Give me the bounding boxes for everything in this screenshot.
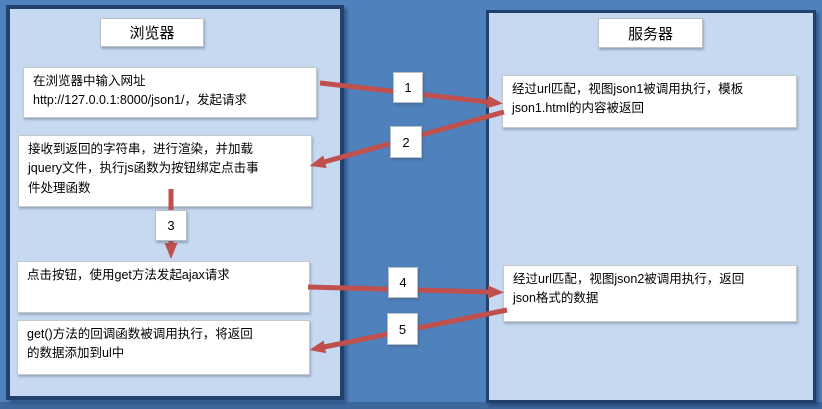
step-4-badge: 4 xyxy=(388,267,418,298)
step-2-badge-label: 2 xyxy=(402,134,410,150)
server-panel xyxy=(486,10,816,403)
step-2-badge: 2 xyxy=(390,126,422,158)
step-1-badge: 1 xyxy=(393,72,423,103)
server-panel-title-label: 服务器 xyxy=(627,25,673,43)
step-3-badge: 3 xyxy=(155,210,187,241)
browser-panel-title-label: 浏览器 xyxy=(129,25,175,42)
step-1-badge-label: 1 xyxy=(404,80,412,95)
canvas-bottom-edge xyxy=(0,402,822,409)
server-step-1-box: 经过url匹配，视图json1被调用执行，模板 json1.html的内容被返回 xyxy=(502,75,797,128)
step-4-badge-label: 4 xyxy=(399,275,407,290)
browser-step-4-box: get()方法的回调函数被调用执行，将返回 的数据添加到ul中 xyxy=(17,320,310,375)
browser-step-2-box: 接收到返回的字符串，进行渲染，并加载 jquery文件，执行js函数为按钮绑定点… xyxy=(18,135,312,207)
step-5-badge: 5 xyxy=(387,313,418,345)
browser-step-1-box: 在浏览器中输入网址 http://127.0.0.1:8000/json1/，发… xyxy=(23,67,317,118)
server-step-2-box: 经过url匹配，视图json2被调用执行，返回 json格式的数据 xyxy=(503,265,797,322)
server-panel-title: 服务器 xyxy=(598,18,703,48)
step-5-badge-label: 5 xyxy=(398,321,407,337)
browser-panel-title: 浏览器 xyxy=(100,18,204,47)
step-3-badge-label: 3 xyxy=(167,218,175,233)
browser-step-3-box: 点击按钮，使用get方法发起ajax请求 xyxy=(17,261,310,313)
